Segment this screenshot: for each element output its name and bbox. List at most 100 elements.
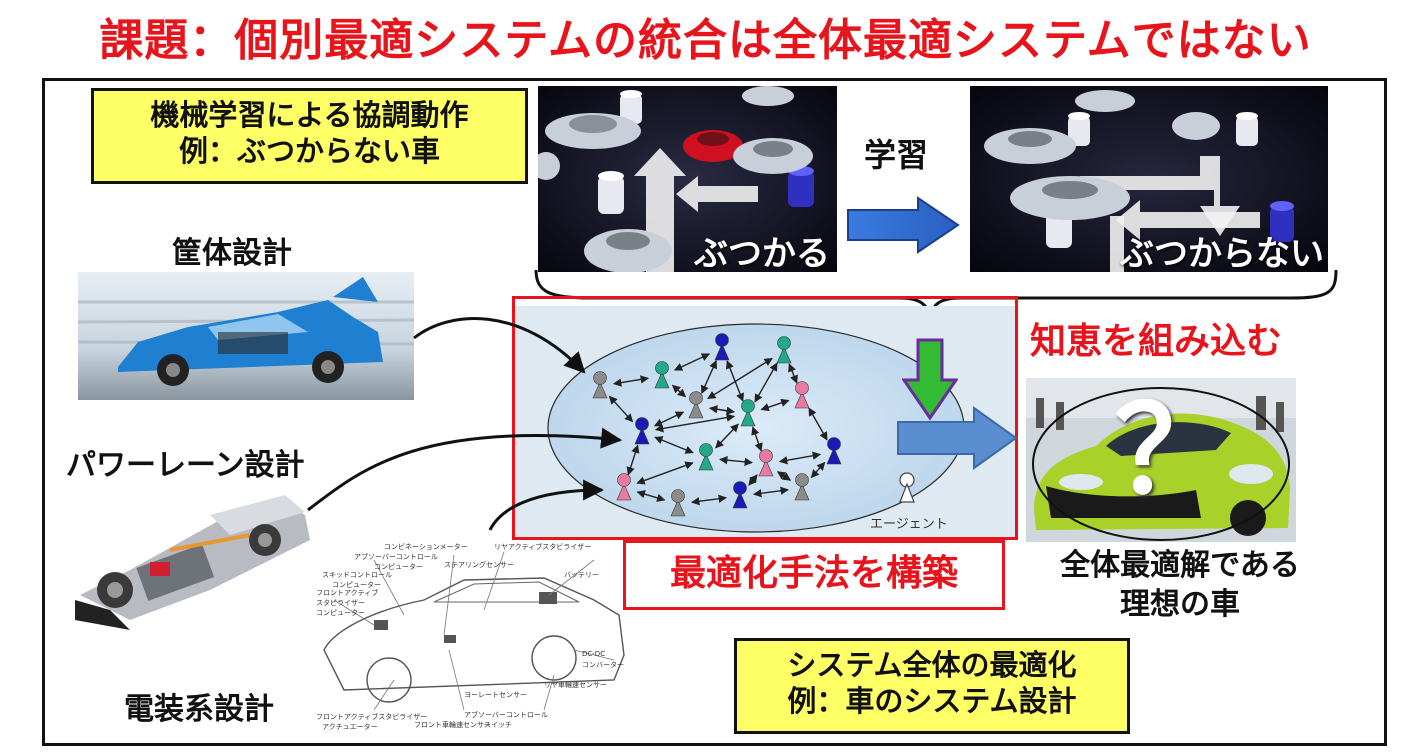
agent-node-pink	[794, 381, 810, 409]
learning-arrow-icon	[847, 196, 960, 254]
agent-link	[673, 353, 711, 371]
system-box-line1: システム全体の最適化	[787, 648, 1077, 682]
agent-link	[751, 426, 763, 452]
ideal-car-label: 全体最適解である 理想の車	[1024, 546, 1336, 624]
agent-link	[608, 395, 634, 423]
wiring-label: スタビライザー	[316, 599, 365, 607]
agent-node-blue	[714, 333, 730, 361]
agent-node-green	[740, 399, 756, 427]
agent-link	[612, 375, 650, 387]
agent-link	[709, 405, 735, 415]
ml-cooperation-box: 機械学習による協調動作 例：ぶつからない車	[91, 88, 528, 184]
ideal-car-graphic	[1026, 378, 1296, 542]
no-collide-caption: ぶつからない	[1120, 234, 1324, 272]
electrical-design-label: 電装系設計	[124, 692, 274, 727]
incorporate-wisdom-label: 知恵を組み込む	[1030, 321, 1283, 362]
wiring-label: コンピューター	[374, 563, 423, 571]
wiring-label: スキッドコントロール	[322, 571, 392, 579]
agent-link	[748, 474, 758, 486]
wiring-label: バッテリー	[564, 571, 599, 579]
agent-link	[810, 461, 826, 479]
agent-link	[626, 444, 640, 476]
powertrain-chassis-graphic	[70, 480, 320, 630]
collide-photo: ぶつかる	[538, 86, 837, 272]
agent-legend-icon	[899, 472, 915, 503]
agent-node-gray	[794, 473, 810, 501]
chassis-photo	[78, 272, 414, 400]
wiring-label: コンピューター	[316, 609, 365, 617]
agent-link	[715, 423, 739, 449]
agent-node-green	[776, 336, 792, 364]
agent-link	[788, 363, 798, 384]
wiring-label: コンピューター	[332, 581, 381, 589]
agent-link	[760, 398, 790, 412]
wiring-label: リヤ車輪速センサー	[544, 681, 607, 689]
ideal-car-label-line1: 全体最適解である	[1060, 548, 1300, 583]
page-title: 課題：個別最適システムの統合は全体最適システムではない	[99, 15, 1312, 66]
wiring-label: アブソーバーコントロール	[464, 711, 548, 719]
agent-node-blue	[732, 481, 748, 509]
ml-box-line1: 機械学習による協調動作	[150, 98, 469, 132]
agent-node-blue	[826, 437, 842, 465]
agent-link	[654, 413, 736, 433]
incorporate-down-arrow-icon	[902, 338, 958, 421]
agent-link	[725, 360, 745, 402]
agent-link	[808, 407, 828, 441]
collide-caption: ぶつかる	[694, 234, 830, 272]
wiring-label: ヨーレートセンサー	[464, 691, 527, 699]
agent-link	[753, 486, 789, 498]
agent-link	[778, 451, 822, 465]
agent-link	[671, 384, 687, 398]
optimization-method-label: 最適化手法を構築	[669, 553, 958, 594]
agent-node-gray	[592, 371, 608, 399]
wiring-label: アクチュエーター	[322, 723, 378, 731]
collide-scene-graphic	[538, 86, 837, 272]
agent-link	[636, 461, 694, 485]
agent-network-graphic: エージェント	[547, 323, 965, 533]
system-box-line2: 例：車のシステム設計	[787, 684, 1077, 719]
electrical-wiring-diagram: コンビネーションメーターアブソーバーコントロールコンピューターステアリングセンサ…	[314, 540, 630, 735]
wiring-label: フロント車輪速センサー	[414, 721, 491, 729]
wiring-car-outline-graphic	[323, 551, 625, 711]
powertrain-photo	[70, 480, 320, 630]
agent-link	[691, 494, 727, 506]
learning-label: 学習	[864, 136, 929, 174]
agent-legend-label: エージェント	[870, 517, 948, 532]
agent-node-gray	[688, 391, 704, 419]
agent-link	[654, 436, 694, 454]
wiring-label: リヤアクティブスタビライザー	[494, 543, 592, 551]
agent-node-green	[698, 443, 714, 471]
agent-link	[776, 471, 792, 481]
wiring-label: コンバーター	[582, 661, 624, 669]
ideal-car-label-line2: 理想の車	[1120, 587, 1240, 622]
system-optimization-box: システム全体の最適化 例：車のシステム設計	[734, 638, 1130, 734]
agent-link	[719, 455, 753, 467]
ml-box-line2: 例：ぶつからない車	[178, 134, 440, 169]
wiring-label: フロントアクティブ	[316, 589, 379, 597]
wiring-label: フロントアクティブスタビライザー	[316, 713, 428, 721]
question-mark: ？	[1114, 382, 1234, 521]
chassis-car-graphic	[78, 272, 414, 400]
agent-node-gray	[670, 489, 686, 517]
no-collide-photo: ぶつからない	[970, 86, 1328, 272]
content-frame	[42, 78, 1387, 746]
wiring-label: DC-DC	[582, 650, 606, 658]
powertrain-design-label: パワーレーン設計	[66, 448, 305, 483]
agent-node-green	[654, 361, 670, 389]
agent-node-pink	[758, 449, 774, 477]
agent-node-pink	[616, 473, 632, 501]
wiring-label: スイッチ	[484, 721, 512, 729]
agent-node-blue	[634, 417, 650, 445]
wiring-label: コンビネーションメーター	[384, 543, 468, 551]
wiring-label: ステアリングセンサー	[444, 561, 514, 569]
agent-link	[636, 490, 666, 502]
ideal-car-photo: ？	[1026, 378, 1296, 542]
no-collide-scene-graphic	[970, 86, 1328, 272]
optimization-method-box: 最適化手法を構築	[623, 540, 1005, 610]
optimization-method-frame	[512, 296, 1018, 540]
wiring-label: アブソーバーコントロール	[354, 553, 438, 561]
chassis-design-label: 筐体設計	[172, 236, 292, 271]
result-right-arrow-icon	[897, 406, 1018, 470]
agent-link	[754, 362, 778, 403]
